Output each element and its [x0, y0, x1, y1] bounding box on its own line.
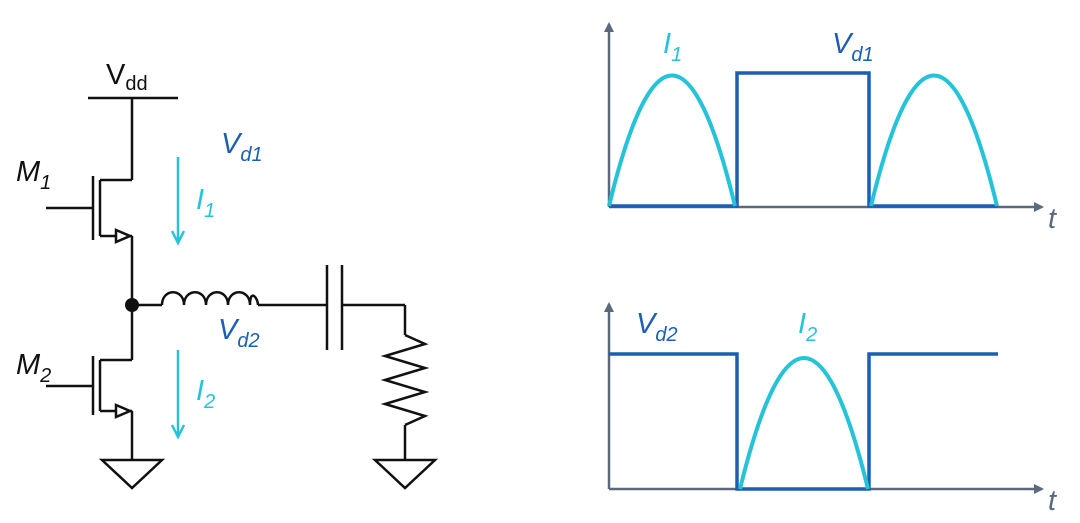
- bottom-vd2-label: Vd2: [636, 308, 678, 346]
- i1-label: I1: [196, 184, 215, 222]
- m2-transistor: [46, 305, 134, 460]
- vdd-label: Vdd: [106, 59, 148, 95]
- top-i1-label: I1: [663, 28, 682, 66]
- vd2-label: Vd2: [218, 314, 260, 352]
- vd1-waveform: [609, 71, 998, 208]
- inductor: [160, 291, 260, 306]
- bottom-i2-label: I2: [798, 308, 817, 346]
- load-resistor: [380, 333, 430, 427]
- circuit-schematic: [46, 96, 439, 490]
- top-t-label: t: [1048, 203, 1058, 235]
- vd2-waveform: [609, 352, 998, 491]
- m1-label: M1: [16, 156, 51, 194]
- i1-arrow: [170, 157, 186, 246]
- i2-waveform-pulse: [738, 356, 870, 490]
- m2-label: M2: [16, 349, 51, 387]
- bottom-t-label: t: [1048, 485, 1058, 517]
- i2-label: I2: [196, 375, 215, 413]
- m1-transistor: [46, 176, 134, 305]
- top-vd1-label: Vd1: [832, 28, 874, 66]
- vd1-label: Vd1: [221, 128, 263, 166]
- i1-waveform-pulse-2: [869, 73, 999, 207]
- capacitor: [325, 265, 344, 350]
- top-waveform-plot: I1 Vd1 t: [604, 22, 1058, 235]
- ground-symbol-load: [371, 458, 439, 490]
- bottom-waveform-plot: Vd2 I2 t: [604, 302, 1058, 517]
- i1-waveform-pulse-1: [607, 73, 737, 207]
- i2-arrow: [170, 350, 186, 440]
- ground-symbol-m2: [98, 458, 166, 490]
